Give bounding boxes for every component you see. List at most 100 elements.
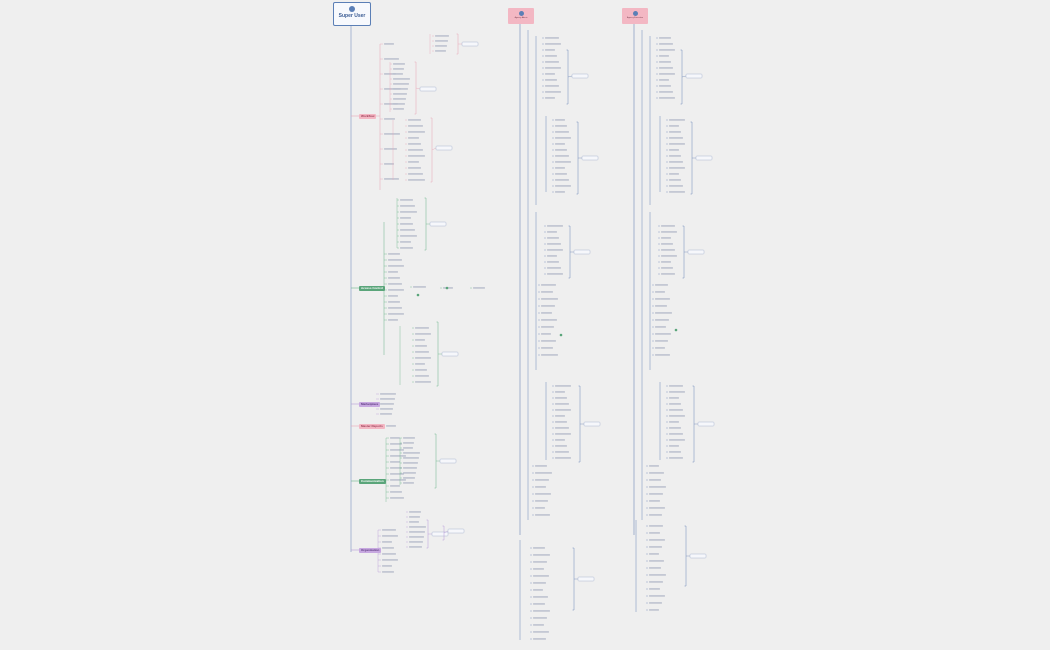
leaf-node[interactable]	[403, 472, 416, 474]
leaf-node[interactable]	[669, 137, 683, 139]
leaf-node[interactable]	[655, 326, 666, 328]
leaf-node[interactable]	[533, 603, 545, 605]
leaf-node[interactable]	[659, 43, 673, 45]
leaf-node[interactable]	[541, 354, 558, 356]
leaf-node[interactable]	[669, 155, 681, 157]
group-label-node[interactable]	[583, 421, 601, 427]
leaf-node[interactable]	[390, 479, 406, 481]
leaf-node[interactable]	[649, 500, 660, 502]
leaf-node[interactable]	[390, 491, 402, 493]
leaf-node[interactable]	[545, 85, 559, 87]
leaf-node[interactable]	[535, 507, 545, 509]
leaf-node[interactable]	[555, 179, 569, 181]
leaf-node[interactable]	[435, 50, 446, 52]
leaf-node[interactable]	[388, 301, 400, 303]
leaf-node[interactable]	[380, 413, 392, 415]
leaf-node[interactable]	[669, 179, 681, 181]
leaf-node[interactable]	[533, 596, 548, 598]
group-label-node[interactable]	[695, 155, 713, 161]
leaf-node[interactable]	[393, 103, 405, 105]
leaf-node[interactable]	[400, 247, 413, 249]
group-label-node[interactable]	[447, 528, 465, 534]
category-marketplace[interactable]: Marketplace	[359, 402, 381, 407]
category-access-control[interactable]: Access Control	[359, 286, 386, 291]
leaf-node[interactable]	[390, 485, 400, 487]
leaf-node[interactable]	[403, 452, 420, 454]
leaf-node[interactable]	[661, 255, 677, 257]
leaf-node[interactable]	[390, 443, 402, 445]
leaf-node[interactable]	[409, 511, 421, 513]
leaf-node[interactable]	[400, 199, 413, 201]
leaf-node[interactable]	[409, 516, 420, 518]
group-label-node[interactable]	[577, 576, 595, 582]
leaf-node[interactable]	[669, 385, 683, 387]
leaf-node[interactable]	[669, 457, 683, 459]
group-label-node[interactable]	[439, 458, 457, 464]
leaf-node[interactable]	[669, 131, 681, 133]
leaf-node[interactable]	[555, 161, 571, 163]
group-label-node[interactable]	[573, 249, 591, 255]
leaf-node[interactable]	[415, 363, 425, 365]
leaf-node[interactable]	[403, 482, 414, 484]
leaf-node[interactable]	[555, 137, 571, 139]
leaf-node[interactable]	[669, 119, 685, 121]
leaf-node[interactable]	[655, 354, 670, 356]
leaf-node[interactable]	[555, 391, 565, 393]
leaf-node[interactable]	[393, 78, 410, 80]
leaf-node[interactable]	[473, 287, 485, 289]
leaf-node[interactable]	[555, 167, 565, 169]
leaf-node[interactable]	[435, 35, 449, 37]
leaf-node[interactable]	[541, 347, 553, 349]
leaf-node[interactable]	[388, 259, 402, 261]
leaf-node[interactable]	[545, 37, 559, 39]
leaf-node[interactable]	[659, 67, 673, 69]
leaf-node[interactable]	[390, 473, 404, 475]
leaf-node[interactable]	[535, 486, 546, 488]
group-label-node[interactable]	[581, 155, 599, 161]
leaf-node[interactable]	[547, 261, 559, 263]
leaf-node[interactable]	[649, 539, 665, 541]
leaf-node[interactable]	[388, 307, 402, 309]
leaf-node[interactable]	[390, 455, 406, 457]
leaf-node[interactable]	[669, 397, 679, 399]
leaf-node[interactable]	[555, 131, 569, 133]
leaf-node[interactable]	[390, 467, 402, 469]
leaf-node[interactable]	[655, 347, 665, 349]
leaf-node[interactable]	[541, 333, 551, 335]
leaf-node[interactable]	[403, 462, 418, 464]
leaf-node[interactable]	[555, 155, 569, 157]
leaf-node[interactable]	[669, 167, 685, 169]
leaf-node[interactable]	[415, 375, 429, 377]
leaf-node[interactable]	[649, 609, 659, 611]
leaf-node[interactable]	[659, 85, 671, 87]
leaf-node[interactable]	[655, 312, 672, 314]
leaf-node[interactable]	[403, 437, 415, 439]
group-label-node[interactable]	[441, 351, 459, 357]
leaf-node[interactable]	[669, 149, 679, 151]
leaf-node[interactable]	[408, 137, 419, 139]
leaf-node[interactable]	[669, 433, 683, 435]
leaf-node[interactable]	[669, 161, 683, 163]
leaf-node[interactable]	[403, 442, 414, 444]
leaf-node[interactable]	[669, 403, 681, 405]
leaf-node[interactable]	[384, 163, 394, 165]
leaf-node[interactable]	[409, 526, 426, 528]
leaf-node[interactable]	[555, 191, 565, 193]
leaf-node[interactable]	[541, 312, 552, 314]
leaf-node[interactable]	[415, 369, 427, 371]
leaf-node[interactable]	[669, 185, 683, 187]
leaf-node[interactable]	[382, 541, 392, 543]
leaf-node[interactable]	[390, 449, 404, 451]
leaf-node[interactable]	[555, 149, 567, 151]
leaf-node[interactable]	[541, 298, 558, 300]
leaf-node[interactable]	[535, 500, 548, 502]
role-node-agency-executive[interactable]: Agency Executive	[622, 8, 648, 24]
leaf-node[interactable]	[384, 118, 395, 120]
leaf-node[interactable]	[533, 554, 550, 556]
leaf-node[interactable]	[408, 155, 425, 157]
leaf-node[interactable]	[555, 185, 571, 187]
leaf-node[interactable]	[388, 289, 404, 291]
leaf-node[interactable]	[388, 313, 404, 315]
leaf-node[interactable]	[415, 333, 431, 335]
leaf-node[interactable]	[669, 173, 679, 175]
